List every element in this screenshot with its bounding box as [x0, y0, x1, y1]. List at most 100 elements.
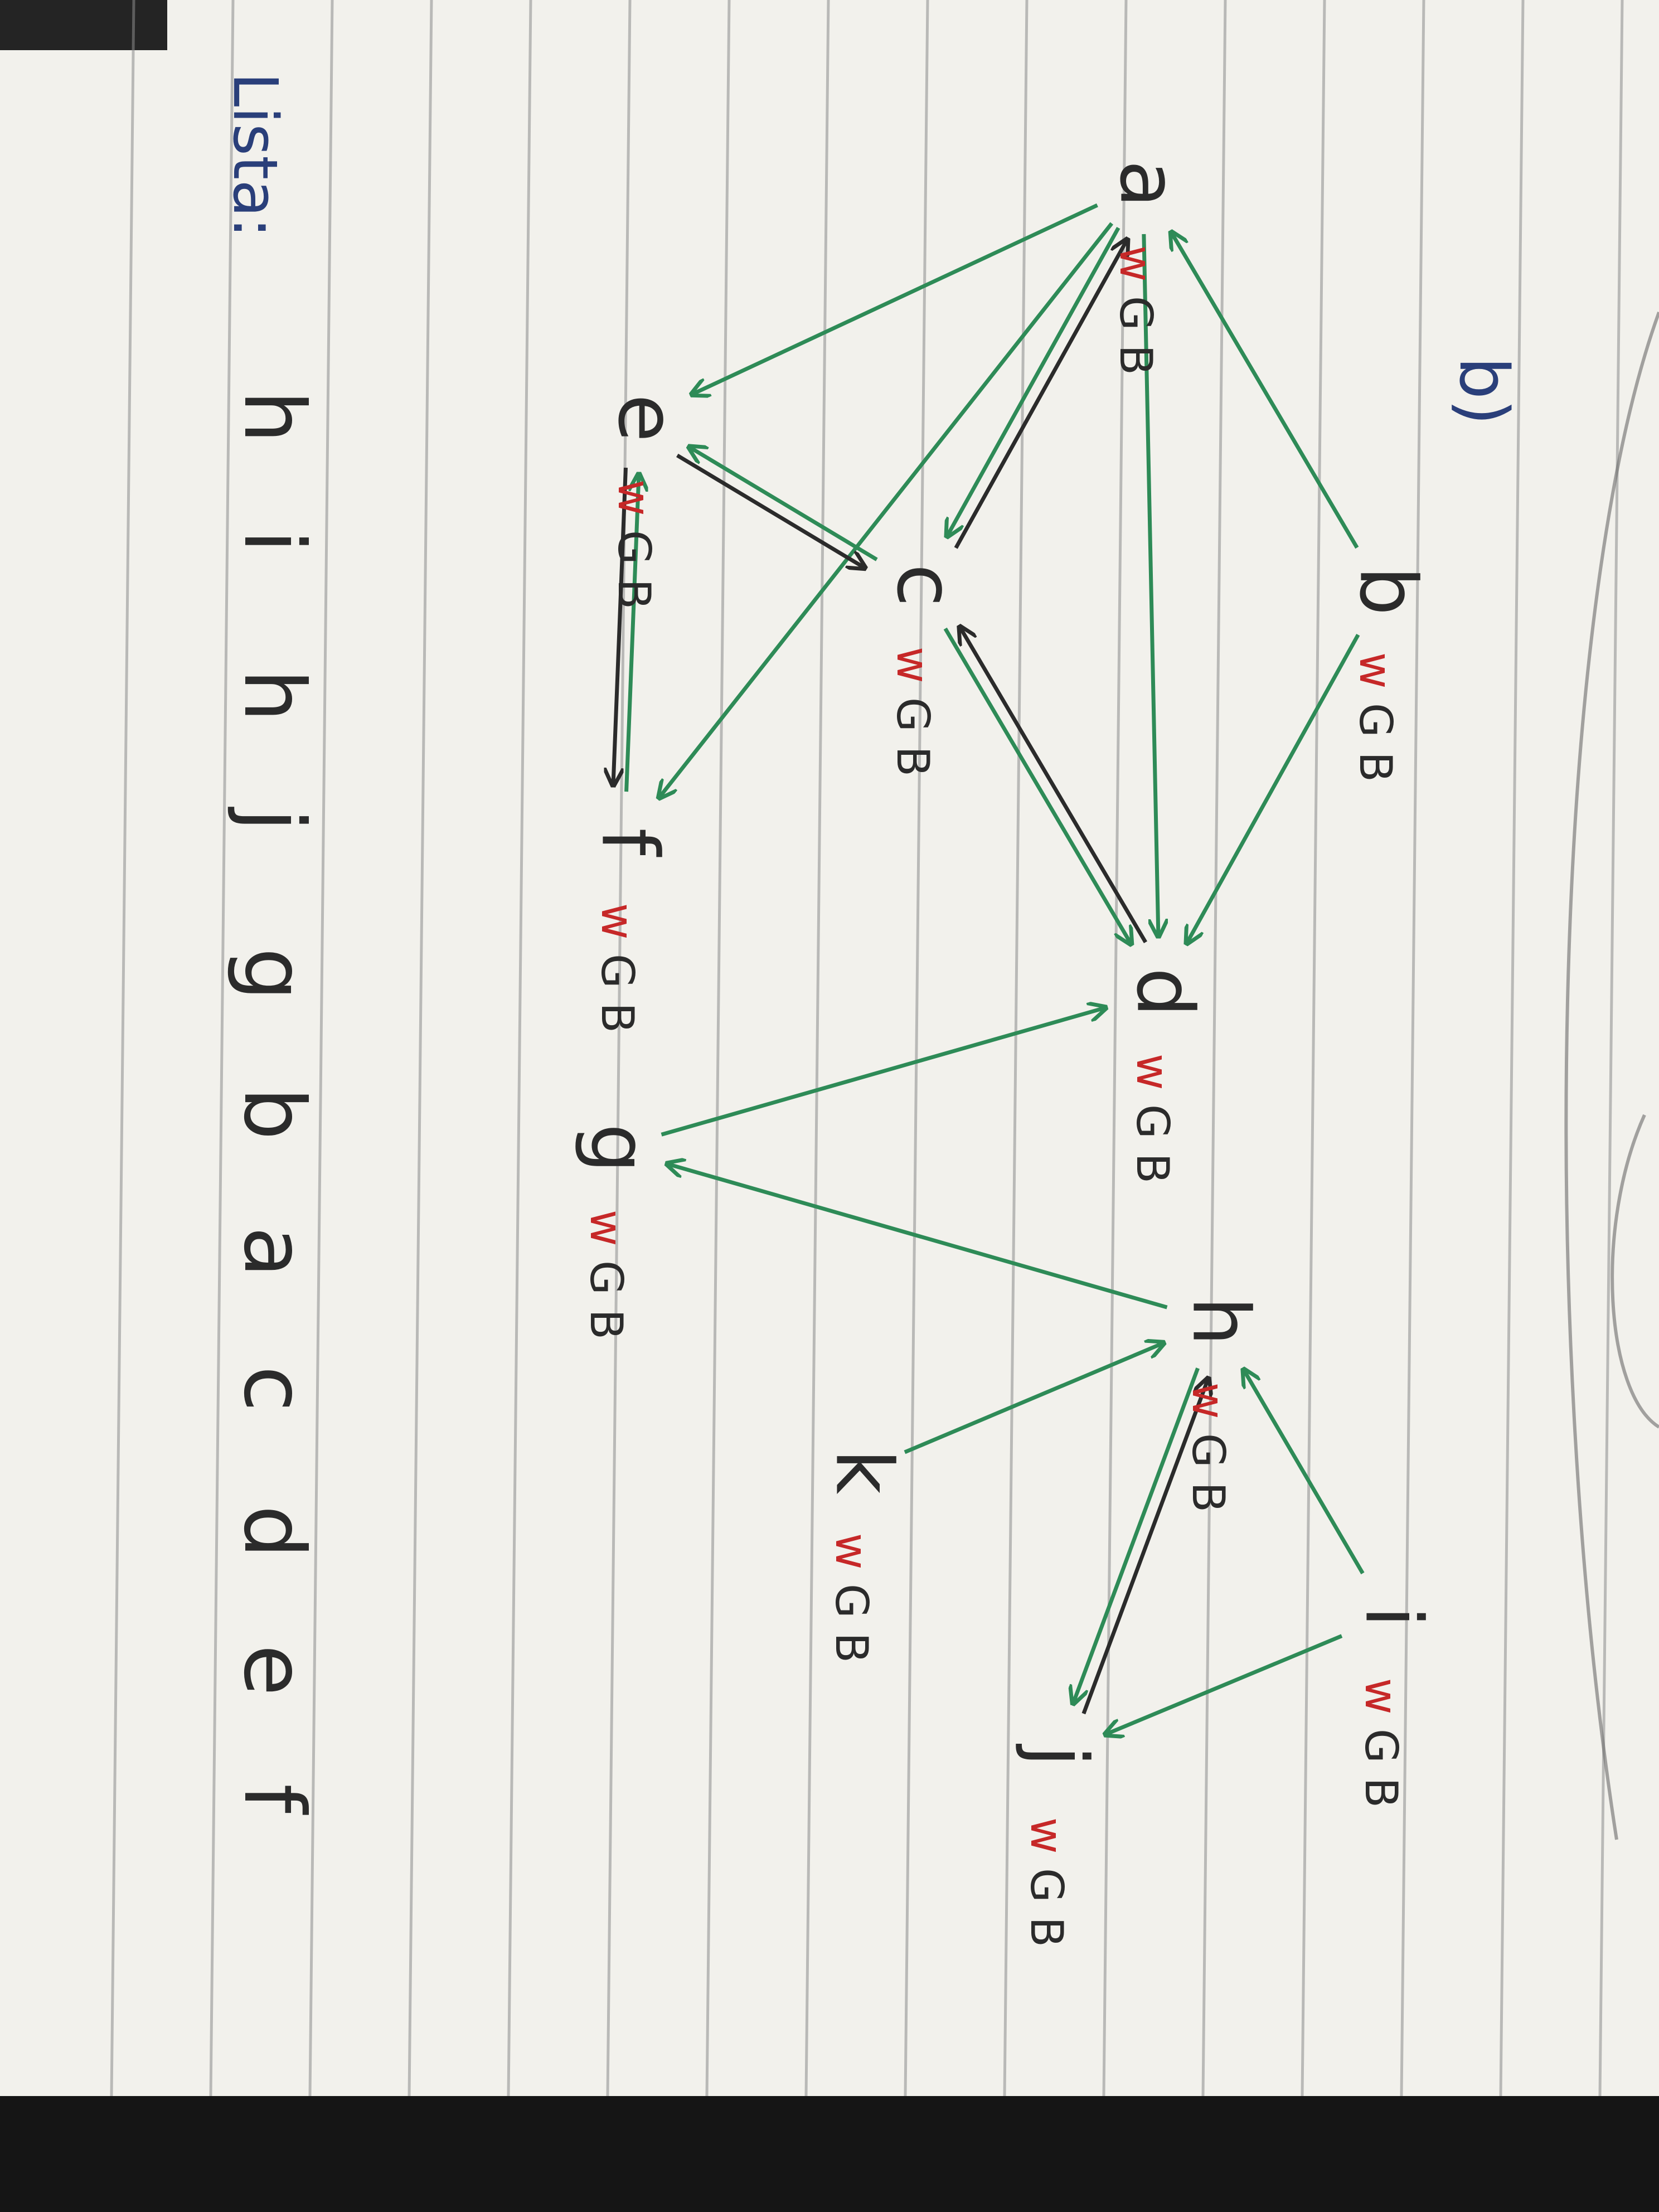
node-mark: B	[1127, 1153, 1178, 1183]
node-marks-b: w G B	[1350, 652, 1401, 782]
dark-corner	[0, 0, 167, 50]
node-mark: w	[580, 1210, 632, 1260]
node-mark: B	[887, 746, 939, 777]
edge-a-d	[1142, 234, 1158, 937]
list-item: e	[225, 1645, 322, 1696]
node-mark: G	[826, 1584, 877, 1632]
rule-line	[1499, 0, 1525, 2097]
edge-a-e	[692, 203, 1098, 395]
rule-line	[1201, 0, 1227, 2097]
node-marks-h: w G B	[1182, 1382, 1234, 1512]
node-mark: B	[580, 1309, 632, 1340]
node-mark: G	[608, 530, 660, 579]
node-marks-j: w G B	[1021, 1817, 1073, 1947]
node-a: a	[1102, 160, 1193, 208]
graph-edges	[613, 203, 1365, 1735]
node-mark: w	[1110, 245, 1162, 296]
node-marks-g: w G B	[580, 1210, 632, 1340]
list-item: h	[225, 390, 322, 443]
node-h: h	[1175, 1297, 1265, 1346]
node-mark: w	[1350, 652, 1401, 703]
node-mark: B	[1110, 345, 1162, 375]
rule-line	[1102, 0, 1128, 2097]
node-mark: w	[826, 1533, 877, 1584]
node-mark: B	[1021, 1917, 1073, 1947]
edge-e-c	[676, 453, 865, 568]
node-mark: G	[1355, 1729, 1407, 1777]
curve-doodle	[1564, 311, 1659, 1840]
rule-line	[408, 0, 433, 2097]
node-f: f	[584, 828, 675, 857]
paper-sheet	[0, 0, 1659, 2096]
node-mark: G	[887, 697, 939, 746]
node-mark: G	[1021, 1868, 1073, 1917]
node-mark: G	[580, 1260, 632, 1309]
node-mark: w	[608, 479, 660, 530]
node-marks-f: w G B	[591, 903, 643, 1033]
list-item: c	[225, 1366, 322, 1411]
list-item: a	[225, 1226, 322, 1278]
node-marks-c: w G B	[887, 647, 939, 777]
node-mark: G	[1182, 1433, 1234, 1482]
node-mark: w	[1021, 1817, 1073, 1868]
rule-line	[606, 0, 632, 2097]
node-mark: G	[1127, 1104, 1178, 1153]
list-item: g	[225, 948, 322, 1001]
edge-c-a	[954, 239, 1128, 549]
node-g: g	[573, 1124, 663, 1173]
node-mark: G	[1110, 296, 1162, 345]
rule-line	[308, 0, 334, 2097]
rule-line	[1301, 0, 1326, 2097]
edge-a-f	[659, 222, 1114, 798]
edge-d-c	[959, 627, 1148, 944]
part-label: b)	[1444, 357, 1522, 425]
node-mark: w	[1127, 1054, 1178, 1104]
node-marks-e: w G B	[608, 479, 660, 609]
node-mark: B	[608, 579, 660, 609]
rule-line	[705, 0, 731, 2097]
node-mark: w	[591, 903, 643, 954]
node-marks-i: w G B	[1355, 1678, 1407, 1808]
edge-h-j	[1073, 1367, 1200, 1704]
list-label: Lista:	[220, 72, 291, 238]
rule-line	[507, 0, 532, 2097]
node-marks-k: w G B	[826, 1533, 877, 1663]
edge-b-a	[1171, 232, 1359, 549]
node-marks-d: w G B	[1127, 1054, 1178, 1183]
edge-e-f	[613, 467, 628, 785]
edge-h-g	[667, 1164, 1168, 1309]
node-mark: w	[887, 647, 939, 697]
edge-a-c	[947, 226, 1120, 537]
dark-background	[0, 2096, 1659, 2212]
node-d: d	[1119, 968, 1210, 1017]
list-item: f	[225, 1784, 322, 1815]
edge-i-j	[1105, 1634, 1343, 1735]
edge-b-d	[1187, 633, 1360, 944]
list-item: i	[225, 530, 322, 553]
graph-nodes: aw G Bbw G Bcw G Bdw G Bew G Bfw G Bgw G…	[573, 160, 1438, 1947]
edge-j-h	[1081, 1378, 1209, 1715]
rule-line	[209, 0, 235, 2097]
node-mark: B	[1350, 751, 1401, 782]
rule-lines	[110, 0, 1624, 2097]
list-item: b	[225, 1087, 322, 1140]
list-item: h	[225, 669, 322, 722]
rule-line	[1003, 0, 1029, 2097]
rule-line	[110, 0, 135, 2097]
node-mark: G	[591, 954, 643, 1002]
node-mark: B	[826, 1632, 877, 1663]
node-c: c	[879, 564, 970, 607]
node-mark: B	[1355, 1777, 1407, 1808]
node-j: j	[1013, 1744, 1104, 1767]
node-i: i	[1347, 1606, 1438, 1628]
node-k: k	[818, 1449, 909, 1494]
rule-line	[804, 0, 830, 2097]
node-mark: G	[1350, 703, 1401, 751]
rule-line	[1400, 0, 1425, 2097]
node-mark: B	[1182, 1482, 1234, 1512]
list-item: j	[225, 807, 322, 832]
node-e: e	[600, 394, 691, 442]
edge-c-d	[943, 627, 1132, 944]
